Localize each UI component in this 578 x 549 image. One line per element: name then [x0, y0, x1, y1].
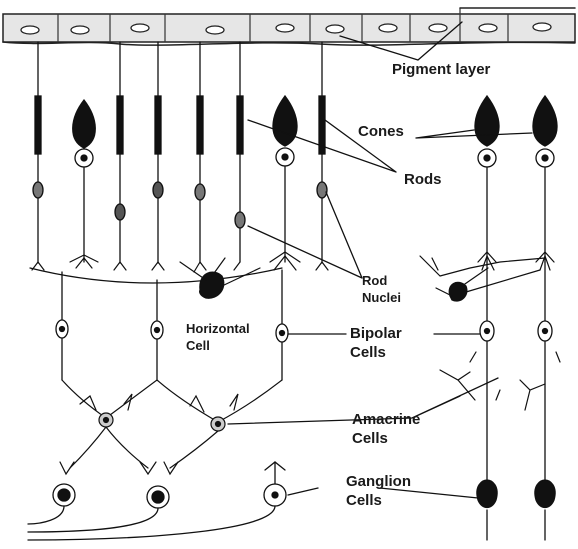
- ganglion-cells: [28, 462, 555, 540]
- label-ganglion-cells-line1: Ganglion: [346, 474, 411, 489]
- pigment-layer: [3, 8, 575, 45]
- label-horizontal-cell-line1: Horizontal: [186, 321, 250, 336]
- label-bipolar-cells-line1: Bipolar: [350, 326, 402, 341]
- cones: [73, 96, 557, 262]
- label-bipolar-cells-line2: Cells: [350, 345, 386, 360]
- bipolar-cells: [56, 262, 552, 480]
- amacrine-cells: [60, 352, 560, 474]
- label-amacrine-cells-line1: Amacrine: [352, 412, 420, 427]
- label-rod-nuclei-line2: Nuclei: [362, 290, 401, 305]
- outer-plexiform-layer: [30, 252, 554, 301]
- label-cones: Cones: [358, 124, 404, 139]
- label-pigment-layer: Pigment layer: [392, 62, 490, 77]
- label-horizontal-cell-line2: Cell: [186, 338, 210, 353]
- label-ganglion-cells-line2: Cells: [346, 493, 382, 508]
- label-rods: Rods: [404, 172, 442, 187]
- label-rod-nuclei-line1: Rod: [362, 273, 387, 288]
- label-amacrine-cells-line2: Cells: [352, 431, 388, 446]
